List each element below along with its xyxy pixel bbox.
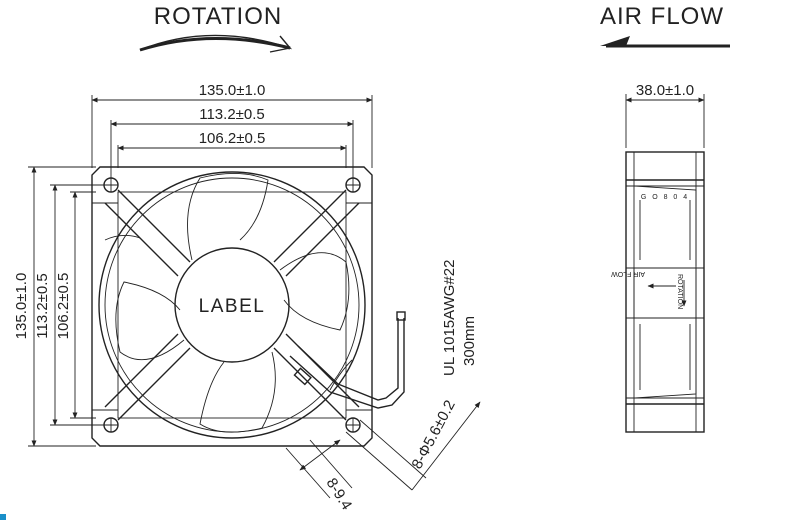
- stamp-code: G O 8 0 4: [641, 194, 689, 201]
- width-outer-label: 135.0±1.0: [199, 82, 266, 99]
- side-airflow-mark: AIR FLOW: [611, 270, 645, 277]
- fan-side-view: [625, 151, 705, 433]
- slot-spec-label: 8-9.4: [323, 475, 356, 513]
- fan-front-view: [91, 166, 406, 447]
- depth-label: 38.0±1.0: [636, 82, 694, 99]
- depth-dimension: [625, 94, 705, 148]
- front-height-dimensions: [28, 166, 110, 447]
- wire-spec-label: UL 1015AWG#22: [441, 260, 458, 376]
- wire-length-label: 300mm: [461, 316, 478, 366]
- width-inner-label: 106.2±0.5: [199, 130, 266, 147]
- height-hole-spacing-label: 113.2±0.5: [34, 273, 51, 339]
- front-width-dimensions: [91, 95, 373, 178]
- airflow-title: AIR FLOW: [600, 3, 724, 30]
- rotation-title: ROTATION: [154, 3, 282, 30]
- airflow-arrow: [600, 36, 730, 48]
- height-outer-label: 135.0±1.0: [13, 273, 30, 340]
- hole-spec-label: 8-Φ5.6±0.2: [409, 397, 459, 471]
- corner-marker: [0, 514, 6, 520]
- hub-label: LABEL: [199, 296, 266, 317]
- height-inner-label: 106.2±0.5: [55, 273, 72, 340]
- width-hole-spacing-label: 113.2±0.5: [199, 106, 265, 123]
- side-rotation-mark: ROTATION: [676, 274, 683, 309]
- hole-callout-lines: [285, 401, 481, 499]
